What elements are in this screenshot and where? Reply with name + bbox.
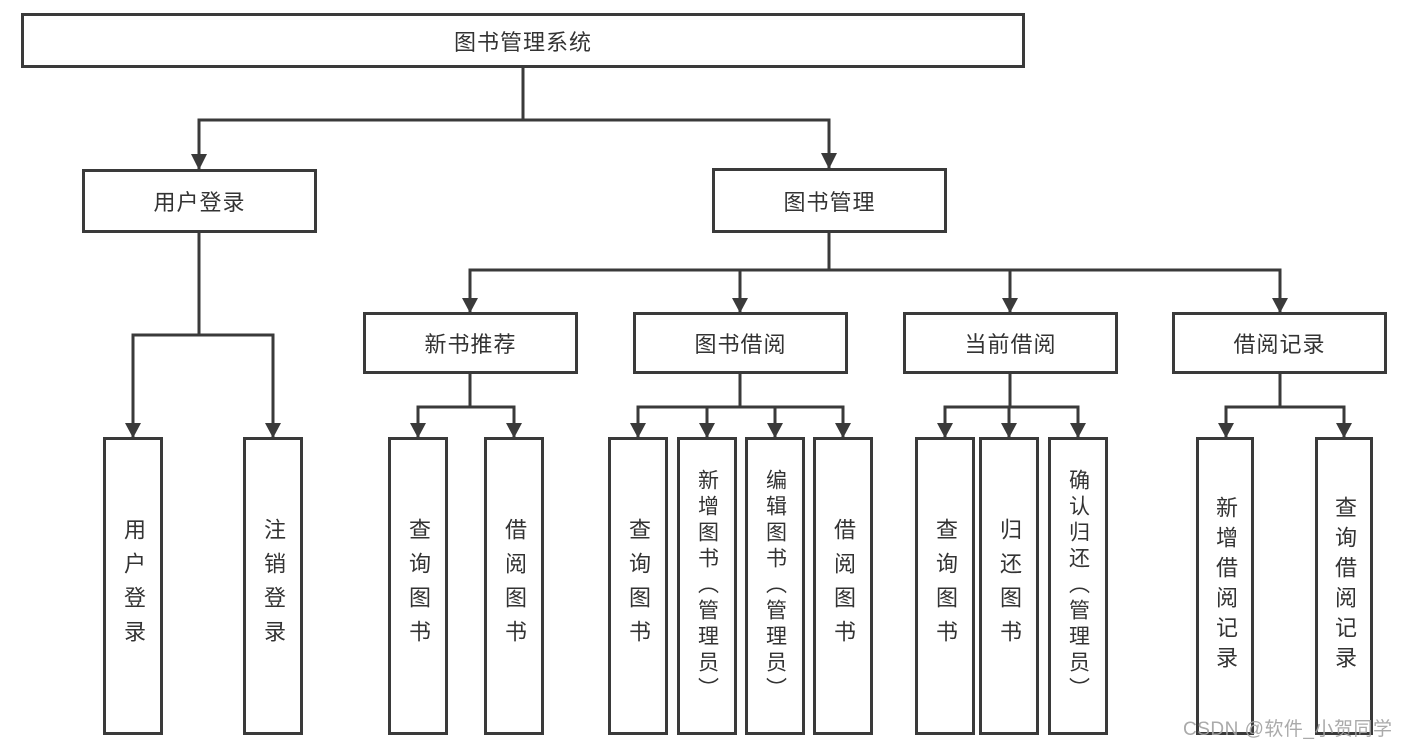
leaf-query-books-recommend: 查询图书	[388, 437, 448, 735]
leaf-query-borrowing-record: 查询借阅记录	[1315, 437, 1373, 735]
watermark: CSDN @软件_小贺同学	[1183, 719, 1393, 740]
leaf-borrow-books: 借阅图书	[813, 437, 873, 735]
leaf-user-login: 用户登录	[103, 437, 163, 735]
leaf-add-borrowing-record: 新增借阅记录	[1196, 437, 1254, 735]
leaf-query-books-current: 查询图书	[915, 437, 975, 735]
node-book-management: 图书管理	[712, 168, 947, 233]
leaf-borrow-books-recommend: 借阅图书	[484, 437, 544, 735]
node-user-login: 用户登录	[82, 169, 317, 233]
arrowheads	[125, 153, 1352, 438]
leaf-query-books-borrowing: 查询图书	[608, 437, 668, 735]
leaf-logout: 注销登录	[243, 437, 303, 735]
node-library-management-system: 图书管理系统	[21, 13, 1025, 68]
node-borrowing-records: 借阅记录	[1172, 312, 1387, 374]
node-new-book-recommendation: 新书推荐	[363, 312, 578, 374]
leaf-return-books: 归还图书	[979, 437, 1039, 735]
node-book-borrowing: 图书借阅	[633, 312, 848, 374]
leaf-add-book-admin: 新增图书（管理员）	[677, 437, 737, 735]
node-current-borrowing: 当前借阅	[903, 312, 1118, 374]
leaf-confirm-return-admin: 确认归还（管理员）	[1048, 437, 1108, 735]
leaf-edit-book-admin: 编辑图书（管理员）	[745, 437, 805, 735]
